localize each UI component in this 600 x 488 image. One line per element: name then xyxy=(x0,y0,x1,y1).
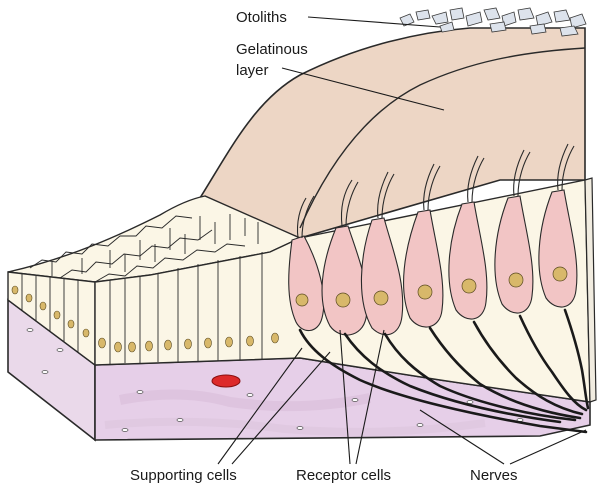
label-gelatinous-layer: Gelatinous layer xyxy=(236,41,445,111)
label-supporting-cells: Supporting cells xyxy=(130,347,331,484)
blood-cell xyxy=(211,374,241,388)
sensory-epithelium xyxy=(94,143,597,434)
connective-tissue xyxy=(7,298,591,442)
otolith-crystals xyxy=(399,7,587,37)
label-otoliths: Otoliths xyxy=(236,9,441,28)
label-receptor-cells-text: Receptor cells xyxy=(296,467,391,484)
gelatinous-layer xyxy=(198,7,587,239)
label-supporting-cells-text: Supporting cells xyxy=(130,467,237,484)
label-gelatinous-line2: layer xyxy=(236,62,269,79)
hair-bundles xyxy=(296,143,575,239)
label-nerves-text: Nerves xyxy=(470,467,518,484)
label-otoliths-text: Otoliths xyxy=(236,9,287,26)
label-gelatinous-line1: Gelatinous xyxy=(236,41,308,58)
label-receptor-cells: Receptor cells xyxy=(296,329,391,484)
nerve-fibers xyxy=(298,308,590,434)
label-nerves: Nerves xyxy=(419,409,587,484)
epithelial-surface xyxy=(7,195,302,367)
receptor-cells xyxy=(288,189,578,336)
